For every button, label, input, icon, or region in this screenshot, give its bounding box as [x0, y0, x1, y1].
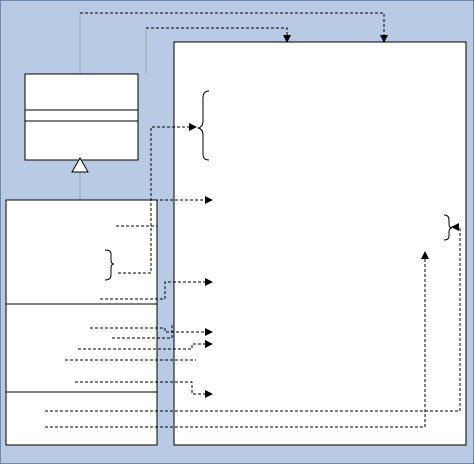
- connector-mid-7-arrow: [205, 390, 213, 398]
- connector-mid-1-arrow: [205, 196, 213, 204]
- connector-mid-2-arrow: [205, 278, 213, 286]
- connector-mid-5: [78, 343, 207, 350]
- detail-panel: [173, 41, 467, 446]
- connector-to-brace: [118, 126, 190, 274]
- connector-mid-3-arrow: [205, 328, 213, 336]
- connector-mid-4: [112, 325, 173, 339]
- subclass-box: [5, 199, 158, 446]
- connector-mid-3: [90, 327, 207, 333]
- brace-left-large: [197, 90, 210, 161]
- connector-mid-2: [100, 281, 207, 300]
- connector-to-brace-arrow: [189, 123, 197, 131]
- connector-bottom-2: [45, 256, 426, 428]
- connector-top-1: [80, 12, 385, 40]
- connector-mid-5-arrow: [205, 340, 213, 348]
- connector-top-2-arrow: [283, 35, 291, 43]
- brace-right-small: [443, 214, 453, 241]
- inheritance-triangle-icon: [71, 156, 89, 173]
- connector-top-2: [146, 27, 288, 40]
- superclass-box: [24, 73, 139, 161]
- connector-mid-1: [116, 199, 207, 227]
- connector-bottom-1-arrow: [451, 223, 459, 231]
- connector-mid-7: [75, 381, 207, 395]
- connector-bottom-2-arrow: [421, 251, 429, 259]
- connector-top-1-arrow: [380, 35, 388, 43]
- subclass-brace: [104, 249, 115, 281]
